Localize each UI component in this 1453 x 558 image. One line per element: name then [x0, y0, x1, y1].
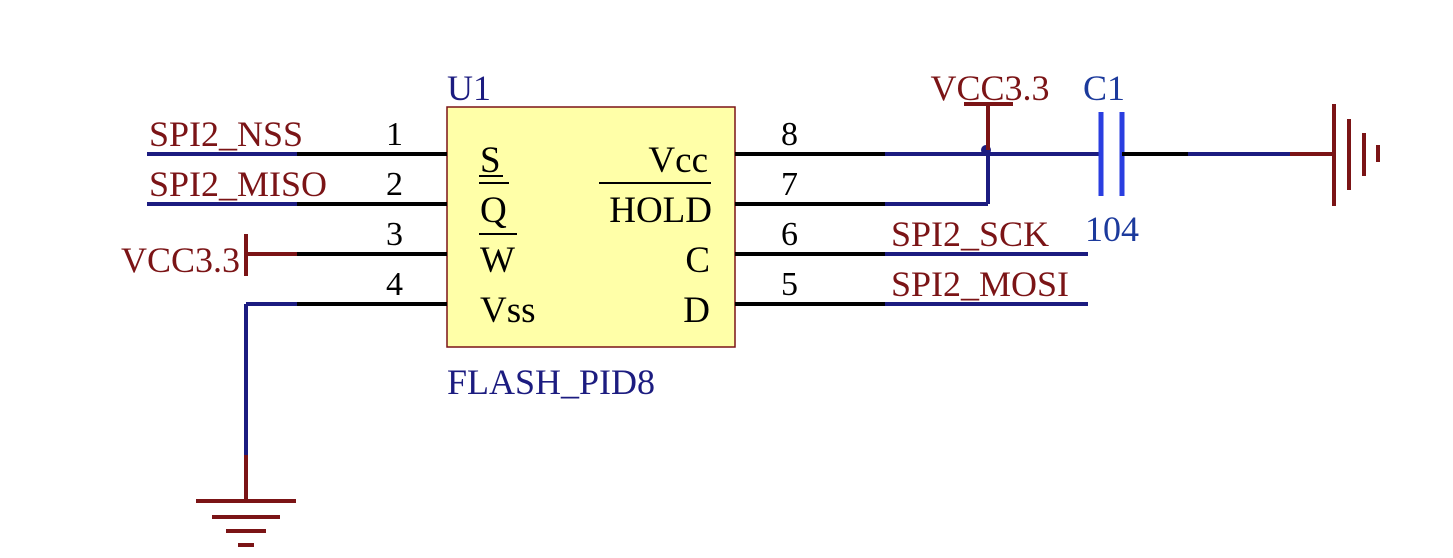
- pin-name-w: W: [480, 240, 515, 281]
- pin-1-number: 1: [386, 116, 403, 153]
- pin-3-number: 3: [386, 216, 403, 253]
- pin-name-vss: Vss: [480, 290, 536, 331]
- vcc-left-label[interactable]: VCC3.3: [121, 240, 240, 280]
- pin-5-number: 5: [781, 266, 798, 303]
- pin-name-hold: HOLD: [609, 190, 712, 231]
- pin-name-s: S: [480, 140, 501, 181]
- net-spi2-sck-label: SPI2_SCK: [891, 214, 1049, 254]
- pin-name-vcc: Vcc: [648, 140, 708, 181]
- chip-designator: U1: [447, 68, 491, 108]
- pin-name-c: C: [685, 240, 710, 281]
- net-spi2-nss-label: SPI2_NSS: [149, 114, 303, 154]
- net-spi2-miso-label: SPI2_MISO: [149, 164, 327, 204]
- net-spi2-mosi-label: SPI2_MOSI: [891, 264, 1069, 304]
- chip-part-name: FLASH_PID8: [447, 362, 655, 402]
- capacitor-designator: C1: [1083, 68, 1125, 108]
- pin-8-number: 8: [781, 116, 798, 153]
- pin-7-number: 7: [781, 166, 798, 203]
- chip-body[interactable]: [446, 106, 736, 348]
- ground-right-icon: [1332, 104, 1380, 206]
- pin-name-q: Q: [480, 190, 507, 231]
- pin-name-d: D: [683, 290, 710, 331]
- ground-left-icon: [196, 499, 296, 547]
- pin-6-number: 6: [781, 216, 798, 253]
- pin-2-number: 2: [386, 166, 403, 203]
- capacitor-value: 104: [1085, 209, 1139, 249]
- pin-4-number: 4: [386, 266, 403, 303]
- vcc-top-label[interactable]: VCC3.3: [930, 68, 1049, 108]
